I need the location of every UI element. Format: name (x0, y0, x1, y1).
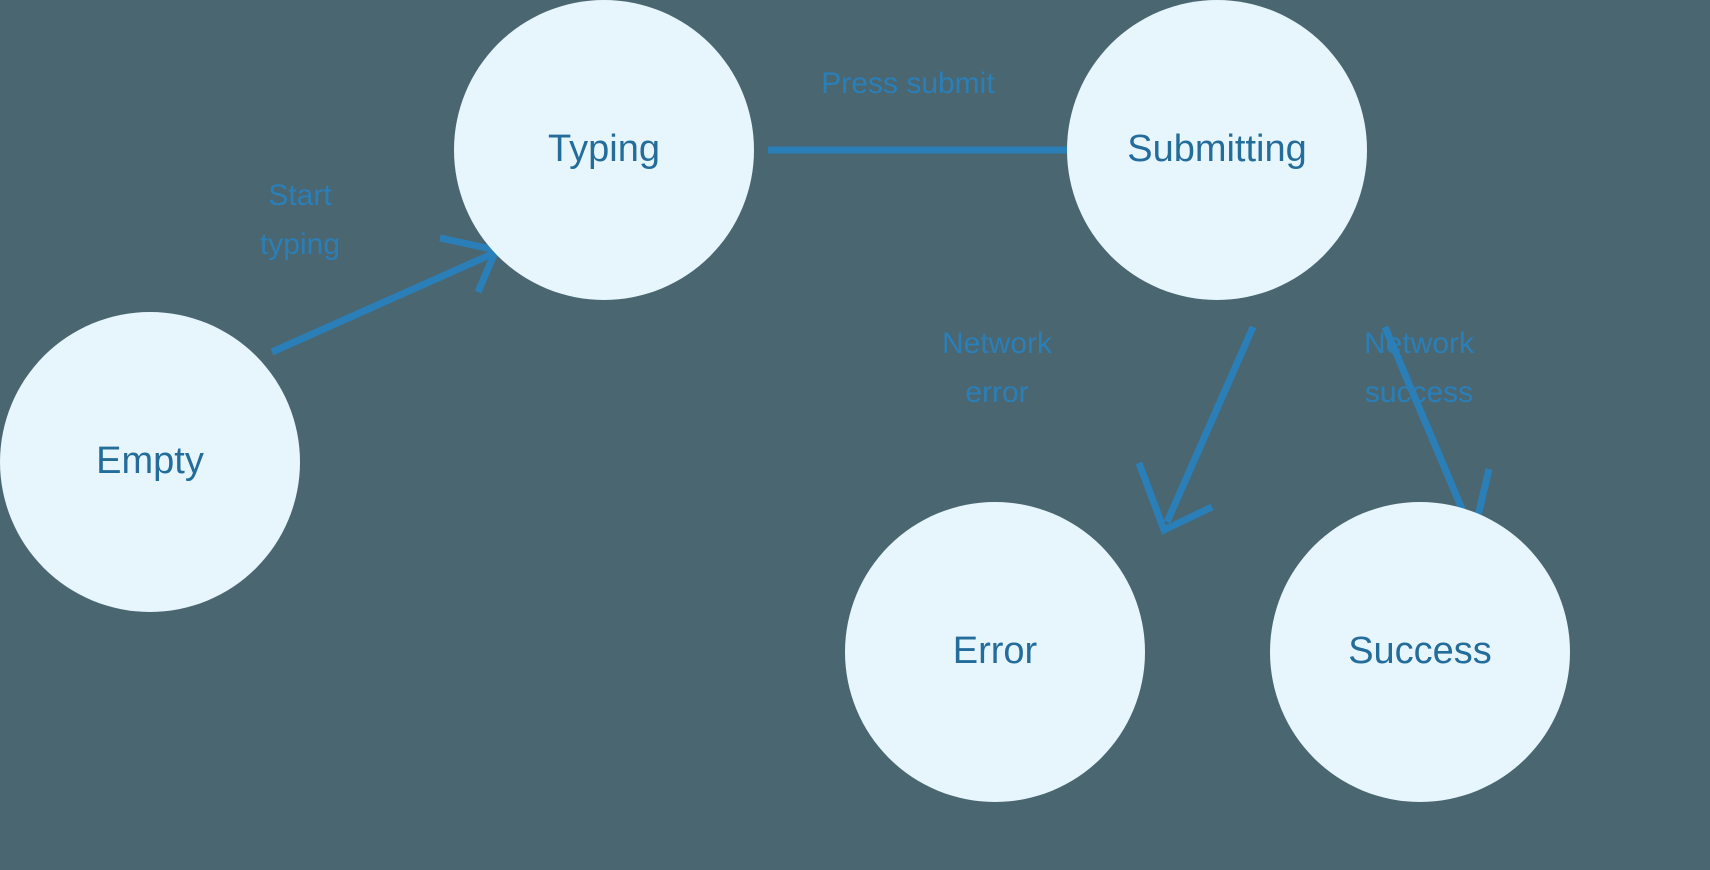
edge-label-line-2: error (965, 376, 1028, 409)
edge-label-line-1: Start (268, 179, 332, 212)
edge-label-line-1: Network (942, 327, 1053, 360)
edge-line-submitting-to-success (1381, 325, 1474, 530)
edge-line-submitting-to-error (1163, 325, 1257, 524)
edge-line-empty-to-typing (270, 250, 494, 356)
node-label-success: Success (1348, 630, 1492, 672)
arrowhead-submitting-to-error (1135, 461, 1214, 535)
edge-label-line-1: Press submit (821, 67, 995, 100)
node-label-error: Error (953, 630, 1038, 672)
node-circle-typing[interactable] (454, 0, 754, 300)
node-circle-submitting[interactable] (1067, 0, 1367, 300)
node-label-submitting: Submitting (1127, 128, 1307, 170)
edge-label-line-1: Network (1364, 327, 1475, 360)
node-label-typing: Typing (548, 128, 660, 170)
node-circle-empty[interactable] (0, 312, 300, 612)
edge-label-empty-to-typing: Start typing (260, 179, 340, 261)
node-submitting[interactable]: Submitting (1067, 0, 1367, 300)
node-label-empty: Empty (96, 440, 204, 482)
node-empty[interactable]: Empty (0, 312, 300, 612)
edge-label-typing-to-submitting: Press submit (821, 67, 995, 100)
edge-label-line-2: typing (260, 228, 340, 261)
node-typing[interactable]: Typing (454, 0, 754, 300)
node-circle-error[interactable] (845, 502, 1145, 802)
node-error[interactable]: Error (845, 502, 1145, 802)
node-success[interactable]: Success (1270, 502, 1570, 802)
node-circle-success[interactable] (1270, 502, 1570, 802)
edge-label-submitting-to-success: Network success (1364, 327, 1475, 409)
edge-submitting-to-error (1135, 325, 1257, 535)
edge-label-line-2: success (1365, 376, 1473, 409)
edge-label-submitting-to-error: Network error (942, 327, 1053, 409)
